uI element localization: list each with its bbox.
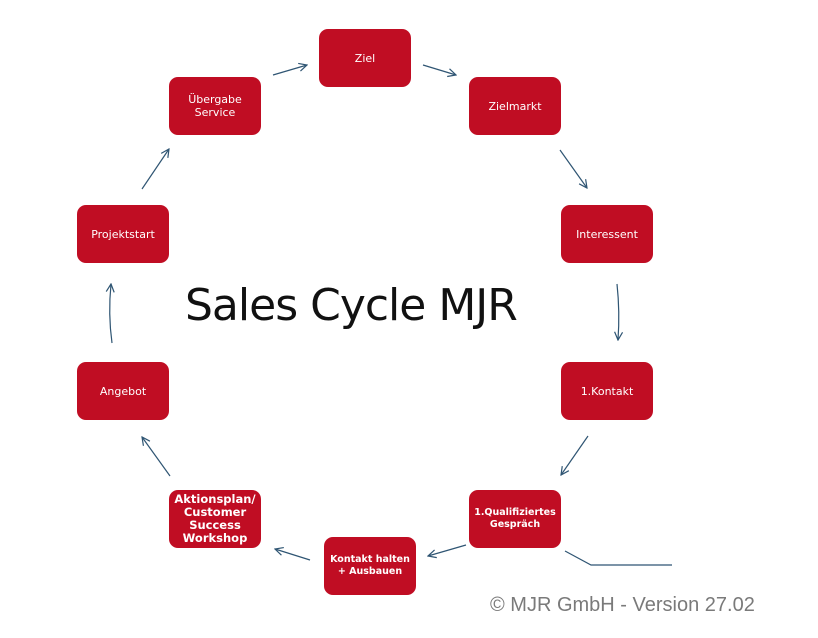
node-qualifiziertes-gespraech: 1.Qualifiziertes Gespräch xyxy=(469,490,561,548)
node-label: Ziel xyxy=(354,51,376,65)
node-kontakt-halten: Kontakt halten + Ausbauen xyxy=(324,537,416,595)
node-label: Angebot xyxy=(99,384,147,398)
arrow-zielmarkt-to-interessent xyxy=(559,149,587,188)
node-zielmarkt: Zielmarkt xyxy=(469,77,561,135)
arrow-kontakt-to-qualifiziertes xyxy=(561,435,589,475)
node-projektstart: Projektstart xyxy=(77,205,169,263)
node-label: Aktionsplan/ Customer Success Workshop xyxy=(174,492,256,545)
node-ziel: Ziel xyxy=(319,29,411,87)
decorative-connector-line xyxy=(564,550,672,566)
diagram-title: Sales Cycle MJR xyxy=(185,280,518,331)
arrow-ziel-to-zielmarkt xyxy=(422,64,456,75)
node-label: Interessent xyxy=(576,227,638,241)
arrow-interessent-to-kontakt xyxy=(617,283,619,340)
arrow-angebot-to-projektstart xyxy=(110,284,112,344)
arrow-kontakt-halten-to-aktionsplan xyxy=(275,549,311,561)
node-label: Übergabe Service xyxy=(188,93,242,119)
node-label: Projektstart xyxy=(91,227,155,241)
node-angebot: Angebot xyxy=(77,362,169,420)
arrow-projektstart-to-uebergabe xyxy=(141,149,169,190)
copyright-footer: © MJR GmbH - Version 27.02 xyxy=(490,594,755,616)
node-label: Kontakt halten + Ausbauen xyxy=(330,554,410,577)
node-label: Zielmarkt xyxy=(488,99,542,113)
node-uebergabe-service: Übergabe Service xyxy=(169,77,261,135)
arrow-qualifiziertes-to-kontakt-halten xyxy=(428,544,467,556)
node-kontakt: 1.Kontakt xyxy=(561,362,653,420)
node-label: 1.Kontakt xyxy=(580,384,634,398)
node-interessent: Interessent xyxy=(561,205,653,263)
arrow-aktionsplan-to-angebot xyxy=(142,437,171,477)
arrow-uebergabe-to-ziel xyxy=(272,65,307,76)
node-aktionsplan: Aktionsplan/ Customer Success Workshop xyxy=(169,490,261,548)
node-label: 1.Qualifiziertes Gespräch xyxy=(474,507,556,530)
